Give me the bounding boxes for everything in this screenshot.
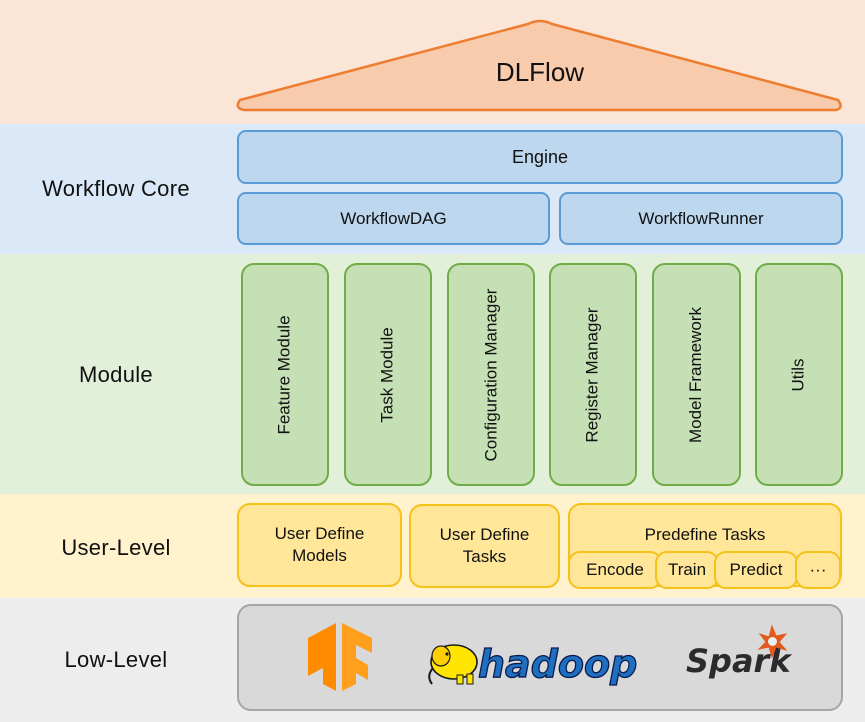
workflow-core-label: Workflow Core: [42, 176, 190, 201]
predict-label: Predict: [729, 560, 783, 579]
feature-module-label: Feature Module: [275, 314, 295, 435]
encode-label: Encode: [586, 560, 644, 579]
configuration-manager-label: Configuration Manager: [481, 288, 501, 461]
train-label: Train: [667, 560, 707, 579]
workflow-runner-label: WorkflowRunner: [638, 208, 764, 228]
task-module-label: Task Module: [378, 326, 397, 423]
engine-box: Engine: [237, 130, 843, 184]
register-manager-label: Register Manager: [583, 306, 602, 443]
utils-box: Utils: [755, 263, 843, 486]
module-label: Module: [79, 362, 153, 387]
spark-logo: Spark: [686, 624, 792, 680]
user-level-label: User-Level: [61, 535, 171, 560]
more-chip: ···: [795, 551, 841, 589]
task-module-box: Task Module: [344, 263, 432, 486]
dlflow-roof: [236, 19, 842, 112]
engine-label: Engine: [511, 146, 569, 167]
user-define-models-label: User Define Models: [274, 524, 365, 565]
low-level-box: [237, 604, 843, 711]
configuration-manager-box: Configuration Manager: [447, 263, 535, 486]
workflow-runner-box: WorkflowRunner: [559, 192, 843, 245]
user-define-tasks-label: User Define Tasks: [439, 525, 530, 566]
spark-wordmark: Spark: [686, 642, 792, 680]
model-framework-box: Model Framework: [652, 263, 741, 486]
dlflow-title: DLFlow: [495, 56, 585, 87]
model-framework-label: Model Framework: [686, 306, 706, 443]
tensorflow-logo: [308, 623, 372, 691]
user-define-models-box: User Define Models: [237, 503, 402, 587]
low-level-label: Low-Level: [64, 647, 168, 672]
hadoop-wordmark: hadoop: [478, 642, 637, 686]
register-manager-box: Register Manager: [549, 263, 637, 486]
workflow-dag-label: WorkflowDAG: [340, 208, 447, 228]
more-label: ···: [809, 560, 827, 579]
predict-chip: Predict: [714, 551, 798, 589]
utils-label: Utils: [789, 357, 808, 392]
train-chip: Train: [655, 551, 719, 589]
feature-module-box: Feature Module: [241, 263, 329, 486]
user-define-tasks-box: User Define Tasks: [409, 504, 560, 588]
hadoop-logo: hadoop: [428, 641, 638, 687]
workflow-dag-box: WorkflowDAG: [237, 192, 550, 245]
encode-chip: Encode: [568, 551, 662, 589]
predefine-tasks-title: Predefine Tasks: [644, 525, 766, 544]
